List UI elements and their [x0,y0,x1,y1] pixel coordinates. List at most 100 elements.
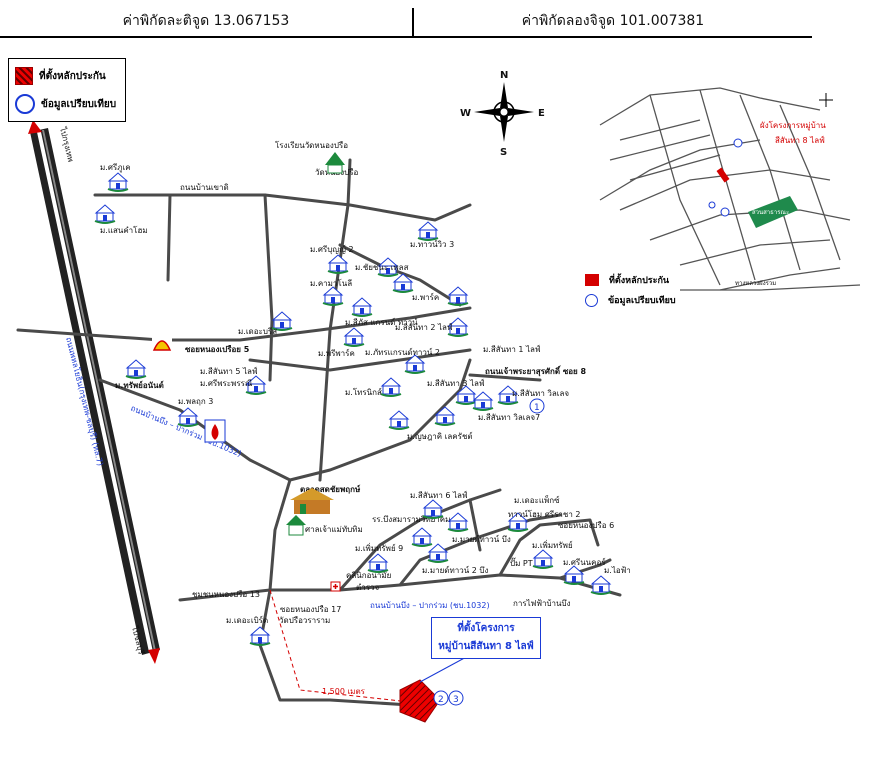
svg-text:ม.พาร์ค: ม.พาร์ค [412,292,439,302]
comparable-marker-1[interactable]: 1 [529,398,545,414]
svg-text:ม.โทรนิกส์: ม.โทรนิกส์ [345,387,382,397]
police-label: ตำรวจ [356,583,379,592]
svg-text:ม.สีสันทา 6 ไลฟ์: ม.สีสันทา 6 ไลฟ์ [410,490,468,500]
svg-text:ม.เดอะเบิร์ด: ม.เดอะเบิร์ด [226,615,268,625]
soi-main-label: ชุมชนหนองปรือ 13 [192,590,260,599]
soi-nongprue-label: ซอยหนองปรือ 17 [280,605,341,614]
road-soi8-label: ถนนเจ้าพระยาสุรศักดิ์ ซอย 8 [485,365,587,377]
project-callout[interactable]: ที่ตั้งโครงการ หมู่บ้านสีสันทา 8 ไลฟ์ [431,617,541,659]
svg-text:3: 3 [453,695,459,705]
svg-text:ม.สีสันทา 3 ไลฟ์: ม.สีสันทา 3 ไลฟ์ [427,378,485,388]
comparable-marker-3[interactable]: 3 [448,690,464,706]
inset-map [599,87,861,291]
legend-collateral: ที่ตั้งหลักประกัน [15,65,106,87]
svg-text:ม.ศรีภูเค: ม.ศรีภูเค [100,163,131,173]
svg-text:ม.มายด์ทาวน์ บึง: ม.มายด์ทาวน์ บึง [452,534,511,544]
cross-icon [333,584,338,589]
svg-text:ม.แสนคำโฮม: ม.แสนคำโฮม [100,225,148,235]
inset-project-label-2: สีสันทา 8 ไลฟ์ [775,135,825,145]
road-north-label: ถนนบ้านเขาดิ [180,183,229,192]
comparable-marker-2[interactable]: 2 [433,690,449,706]
highway-to-bangkok: ไปกรุงเทพ [58,125,76,163]
svg-text:ม.พรีพาร์ค: ม.พรีพาร์ค [318,348,355,358]
svg-text:ม.ศรีนนคอร์: ม.ศรีนนคอร์ [563,557,606,567]
svg-text:ม.มายด์ทาวน์ 2 บึง: ม.มายด์ทาวน์ 2 บึง [422,565,488,575]
svg-text:ม.ศรีบุญญ์ 2: ม.ศรีบุญญ์ 2 [310,244,354,254]
svg-text:ม.ทาวน์วิว 3: ม.ทาวน์วิว 3 [410,239,454,249]
svg-text:ม.เพิ่มทรัพย์ 9: ม.เพิ่มทรัพย์ 9 [355,542,403,553]
compass-e: E [538,108,545,119]
legend-comparable: ข้อมูลเปรียบเทียบ [15,93,116,115]
svg-text:ม.ทรัพย์อนันต์: ม.ทรัพย์อนันต์ [115,380,164,390]
svg-text:ม.ญษฎาคิ เลครัชต์: ม.ญษฎาคิ เลครัชต์ [407,431,473,441]
legend-comparable-label: ข้อมูลเปรียบเทียบ [41,98,117,110]
legend-collateral-label: ที่ตั้งหลักประกัน [39,70,106,82]
inset-legend-comparable: ข้อมูลเปรียบเทียบ [608,296,676,306]
svg-text:ม.สีสันทา 1 ไลฟ์: ม.สีสันทา 1 ไลฟ์ [483,344,541,354]
market-label: ตลาดสดชัยพฤกษ์ [300,484,361,494]
header-divider [412,8,414,38]
svg-text:ม.คามาโนลี: ม.คามาโนลี [310,278,352,288]
market-icon [290,488,334,514]
project-pointer [419,654,471,683]
road-soi5-label: ซอยหนองเปรือย 5 [185,344,250,354]
svg-text:ม.สีสันทา 5 ไลฟ์: ม.สีสันทา 5 ไลฟ์ [200,366,258,376]
svg-text:ม.สีสันทา วิลเลจ: ม.สีสันทา วิลเลจ [512,389,569,398]
compass-rose-icon [474,82,534,142]
map-legend: ที่ตั้งหลักประกัน ข้อมูลเปรียบเทียบ [8,58,126,122]
latitude-label: ค่าพิกัดละติจูด 13.067153 [122,13,290,29]
collateral-site-marker[interactable] [399,679,441,723]
compass-n: N [500,70,508,81]
inset-road: ทางหลวงผังรวม [735,280,776,287]
svg-text:ม.สีสันทา 2 ไลฟ์: ม.สีสันทา 2 ไลฟ์ [395,322,453,332]
temple2-label: วัดปรือวราราม [279,616,330,625]
inset-legend: ที่ตั้งหลักประกัน ข้อมูลเปรียบเทียบ [585,270,676,310]
svg-text:ม.เพิ่มทรัพย์: ม.เพิ่มทรัพย์ [532,539,573,550]
shell-logo-icon [152,335,172,355]
shrine-icon [286,515,306,536]
temple-icon [325,152,345,174]
svg-text:1: 1 [534,403,540,413]
village-labels: ม.ศรีภูเค ม.แสนคำโฮม ม.ศรีบุญญ์ 2 ม.ชัยช… [100,163,631,625]
road-1032-south-label: ถนนบ้านบึง – ปากร่วม (ชบ.1032) [370,601,490,610]
clinic-label: คลินิกอนามัย [346,571,391,580]
svg-text:2: 2 [438,695,444,705]
svg-text:ม.สีสันทา วิลเลจ7: ม.สีสันทา วิลเลจ7 [478,413,540,422]
distance-label: 1,500 เมตร [322,687,366,696]
school-label: โรงเรียนวัดหนองปรือ [275,140,348,150]
svg-text:ทาวน์โฮม ศรีราชา 2: ทาวน์โฮม ศรีราชา 2 [508,509,580,519]
red-square-icon [585,274,599,286]
inset-legend-collateral: ที่ตั้งหลักประกัน [609,276,670,286]
ptt-label: ปั๊ม PT [510,557,533,568]
shrine-label: ศาลเจ้าแม่ทับทิม [305,525,363,534]
project-line1: ที่ตั้งโครงการ [457,623,515,634]
svg-text:ม.พลฤก 3: ม.พลฤก 3 [178,397,213,406]
highway-7 [28,120,160,664]
inset-compass-icon [819,93,833,107]
inset-project-label-1: ผังโครงการหมู่บ้าน [760,120,826,131]
arrow-south-icon [148,648,160,664]
project-line2: หมู่บ้านสีสันทา 8 ไลฟ์ [438,641,534,652]
electric-label: การไฟฟ้าบ้านบึง [513,599,571,608]
road-soi6-label: ซอยหนองปรือ 6 [558,521,614,530]
svg-text:ม.ชัยชนะ เพลส: ม.ชัยชนะ เพลส [355,263,409,272]
inset-park: สวนสาธารณะ [752,209,789,216]
svg-text:ม.ไอฟ้า: ม.ไอฟ้า [604,566,631,575]
rs-label: รร.บึงสมารามวิทยาคม [372,515,450,524]
svg-text:ม.ศรีพระพรรณี: ม.ศรีพระพรรณี [200,379,253,388]
svg-text:ม.เดอะแพ็กซ์: ม.เดอะแพ็กซ์ [514,495,560,505]
svg-text:ม.เดอะบรีส: ม.เดอะบรีส [238,327,277,336]
circle-swatch-icon [15,94,35,114]
blue-circle-icon [585,293,598,307]
hatch-swatch-icon [15,67,33,85]
svg-text:ม.สีภัส แกรนด์ ทาวน์: ม.สีภัส แกรนด์ ทาวน์ [345,317,418,327]
ptt-logo-icon [204,419,226,443]
svg-text:ม.ภัทรแกรนด์ทาวน์ 2: ม.ภัทรแกรนด์ทาวน์ 2 [365,347,440,357]
longitude-label: ค่าพิกัดลองจิจูด 101.007381 [521,13,705,29]
compass-w: W [460,108,471,119]
compass-s: S [500,147,507,158]
distance-path [269,589,411,703]
arrow-north-icon [28,120,42,134]
coordinate-header: ค่าพิกัดละติจูด 13.067153 ค่าพิกัดลองจิจ… [0,8,812,38]
